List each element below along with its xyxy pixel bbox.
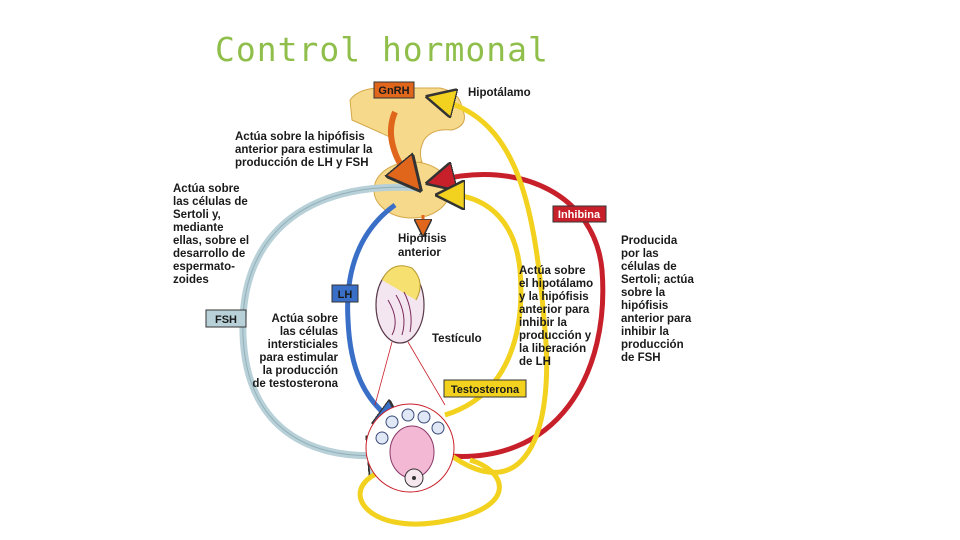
testosterona-pathway-to-hypothalamus (432, 100, 550, 475)
lh-pathway (345, 202, 395, 420)
svg-text:sobre la: sobre la (621, 287, 666, 299)
svg-text:la liberación: la liberación (519, 343, 586, 355)
svg-text:Actúa sobre: Actúa sobre (519, 265, 585, 277)
fsh-action-text: Actúa sobre las células de Sertoli y, me… (173, 183, 249, 286)
gnrh-tag: GnRH (373, 81, 415, 99)
svg-text:anterior para: anterior para (519, 304, 590, 316)
lh-tag: LH (331, 284, 359, 303)
svg-text:Sertoli; actúa: Sertoli; actúa (621, 274, 694, 286)
hipotalamo-label: Hipotálamo (468, 87, 531, 99)
svg-text:anterior para estimular la: anterior para estimular la (235, 144, 373, 156)
testosterona-pathway-loop (357, 457, 502, 527)
svg-text:intersticiales: intersticiales (268, 339, 338, 351)
hipofisis-label-line-2: anterior (398, 247, 441, 259)
inhibina-action-text: Producida por las células de Sertoli; ac… (621, 235, 694, 364)
svg-text:la producción: la producción (263, 365, 338, 377)
testiculo-label: Testículo (432, 333, 482, 345)
svg-text:producción y: producción y (519, 330, 592, 342)
gnrh-pathway (391, 110, 410, 178)
svg-text:Actúa sobre: Actúa sobre (173, 183, 239, 195)
svg-text:Sertoli y,: Sertoli y, (173, 209, 221, 221)
testosterona-action-text: Actúa sobre el hipotálamo y la hipófisis… (519, 265, 593, 368)
inhibina-tag: Inhibina (552, 205, 607, 223)
svg-text:Testosterona: Testosterona (451, 384, 520, 396)
svg-text:inhibir la: inhibir la (621, 326, 670, 338)
svg-text:FSH: FSH (215, 314, 237, 326)
svg-text:por las: por las (621, 248, 659, 260)
svg-text:Actúa sobre: Actúa sobre (272, 313, 338, 325)
svg-text:hipófisis: hipófisis (621, 300, 668, 312)
fsh-tag: FSH (205, 309, 247, 328)
slide-title: Control hormonal (215, 30, 549, 69)
svg-text:de FSH: de FSH (621, 352, 661, 364)
svg-text:producción: producción (621, 339, 684, 351)
svg-text:las células de: las células de (173, 196, 248, 208)
svg-text:el hipotálamo: el hipotálamo (519, 278, 593, 290)
svg-text:anterior para: anterior para (621, 313, 692, 325)
svg-text:de LH: de LH (519, 356, 551, 368)
svg-text:producción de LH y FSH: producción de LH y FSH (235, 157, 369, 169)
svg-text:mediante: mediante (173, 222, 224, 234)
svg-text:LH: LH (338, 289, 353, 301)
svg-text:espermato-: espermato- (173, 261, 235, 273)
testis-illustration (374, 265, 446, 406)
svg-text:y la hipófisis: y la hipófisis (519, 291, 589, 303)
svg-text:células de: células de (621, 261, 677, 273)
svg-text:de testosterona: de testosterona (252, 378, 338, 390)
svg-text:ellas, sobre el: ellas, sobre el (173, 235, 249, 247)
svg-text:zoides: zoides (173, 274, 209, 286)
svg-text:Actúa sobre la hipófisis: Actúa sobre la hipófisis (235, 131, 365, 143)
svg-text:desarrollo de: desarrollo de (173, 248, 245, 260)
seminiferous-tubule (365, 403, 455, 493)
svg-text:GnRH: GnRH (378, 85, 409, 97)
svg-text:inhibir la: inhibir la (519, 317, 568, 329)
hipofisis-label-line-1: Hipófisis (398, 233, 447, 245)
gnrh-action-text: Actúa sobre la hipófisis anterior para e… (235, 131, 373, 169)
testosterona-tag: Testosterona (443, 379, 527, 398)
svg-text:Inhibina: Inhibina (558, 209, 601, 221)
svg-text:para estimular: para estimular (259, 352, 338, 364)
svg-text:las células: las células (280, 326, 338, 338)
lh-action-text: Actúa sobre las células intersticiales p… (252, 313, 338, 390)
svg-text:Producida: Producida (621, 235, 678, 247)
